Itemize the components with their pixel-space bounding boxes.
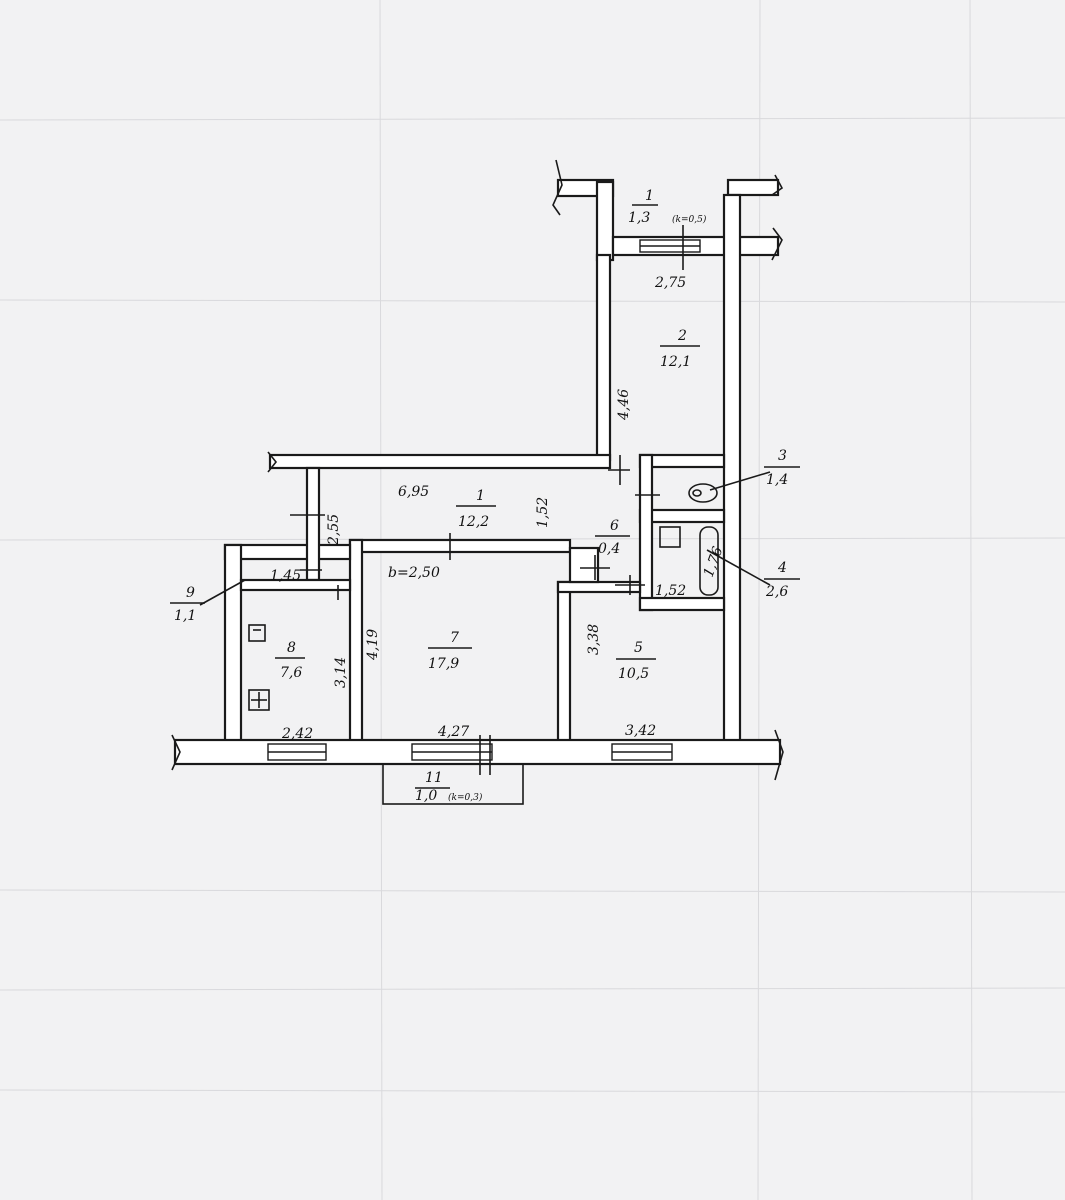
- kitchen-sink-icon: [248, 624, 266, 642]
- room-4-area: 2,6: [765, 584, 788, 600]
- room-1-area: 1,3: [628, 210, 650, 226]
- room-9-area: 1,1: [174, 608, 196, 624]
- wall-hall-left: [305, 466, 321, 582]
- room-5-number: 5: [634, 640, 643, 656]
- room-7-number: 7: [450, 630, 459, 646]
- dim-2-55: 2,55: [326, 514, 342, 546]
- room-2-number: 2: [677, 328, 687, 344]
- wall-right-outer: [722, 193, 742, 747]
- fixtures: [248, 483, 719, 711]
- wall-room7-top: [348, 538, 572, 554]
- room-1-number: 1: [645, 188, 654, 204]
- dim-4-19: 4,19: [365, 629, 381, 661]
- room-6-area: 0,4: [598, 541, 620, 557]
- room-8-number: 8: [287, 640, 296, 656]
- wall-bath-bottom: [638, 596, 726, 612]
- wall-loggia-left: [595, 180, 615, 262]
- dim-1-52-hall: 1,52: [535, 497, 551, 528]
- wall-room7-left: [348, 538, 364, 744]
- room-11-number: 11: [425, 770, 443, 786]
- wall-top-right: [726, 178, 780, 197]
- dim-3-14: 3,14: [333, 657, 349, 688]
- dim-3-42: 3,42: [625, 723, 656, 739]
- room-4-number: 4: [777, 560, 787, 576]
- wall-room2-left: [595, 253, 612, 462]
- room-6-number: 6: [610, 518, 619, 534]
- wall-central-horizontal: [268, 453, 612, 470]
- leader-lines: [199, 471, 771, 606]
- stove-icon: [248, 689, 270, 711]
- room-3-area: 1,4: [766, 472, 788, 488]
- dim-2-42: 2,42: [281, 726, 313, 742]
- windows: [267, 239, 701, 761]
- room-5-area: 10,5: [618, 666, 649, 682]
- dim-1-45: 1,45: [270, 568, 301, 584]
- dim-1-52-bath: 1,52: [655, 583, 686, 599]
- room-11-note: (k=0,3): [448, 792, 483, 803]
- dimension-labels: 2,75 4,46 6,95 1,52 2,55 1,45 b=2,50 3,3…: [270, 275, 726, 742]
- wall-room8-top: [223, 543, 352, 561]
- wall-room9-bottom: [239, 578, 352, 592]
- door-markers: [290, 225, 684, 775]
- wall-break-marks: [171, 159, 784, 781]
- wall-room7-right: [556, 580, 572, 744]
- wall-bath-left: [638, 453, 654, 612]
- dim-2-75: 2,75: [654, 275, 686, 291]
- dim-3-38: 3,38: [586, 624, 602, 655]
- dim-6-95: 6,95: [398, 484, 429, 500]
- room-1-note: (k=0,5): [672, 214, 707, 225]
- room-labels: 1 1,3 (k=0,5) 2 12,1 3 1,4 4 2,6 5 10,5 …: [170, 188, 800, 804]
- dim-4-27: 4,27: [437, 724, 469, 740]
- wall-pantry: [568, 546, 600, 584]
- bathtub-icon: [699, 526, 719, 596]
- room-11-area: 1,0: [415, 788, 437, 804]
- dim-4-46: 4,46: [616, 389, 632, 421]
- room-hall-area: 12,2: [458, 514, 489, 530]
- room-hall-number: 1: [476, 488, 485, 504]
- wall-room5-top: [556, 580, 642, 594]
- wall-room8-left: [223, 543, 243, 747]
- room-7-area: 17,9: [428, 656, 459, 672]
- room-9-number: 9: [186, 585, 195, 601]
- room-2-area: 12,1: [660, 354, 691, 370]
- balcony-outline: [382, 763, 524, 805]
- dim-1-76: 1,76: [701, 545, 727, 580]
- toilet-icon: [688, 483, 718, 503]
- room-8-area: 7,6: [280, 665, 302, 681]
- room-3-number: 3: [778, 448, 787, 464]
- sink-icon: [659, 526, 681, 548]
- dim-b-2-50: b=2,50: [388, 565, 440, 581]
